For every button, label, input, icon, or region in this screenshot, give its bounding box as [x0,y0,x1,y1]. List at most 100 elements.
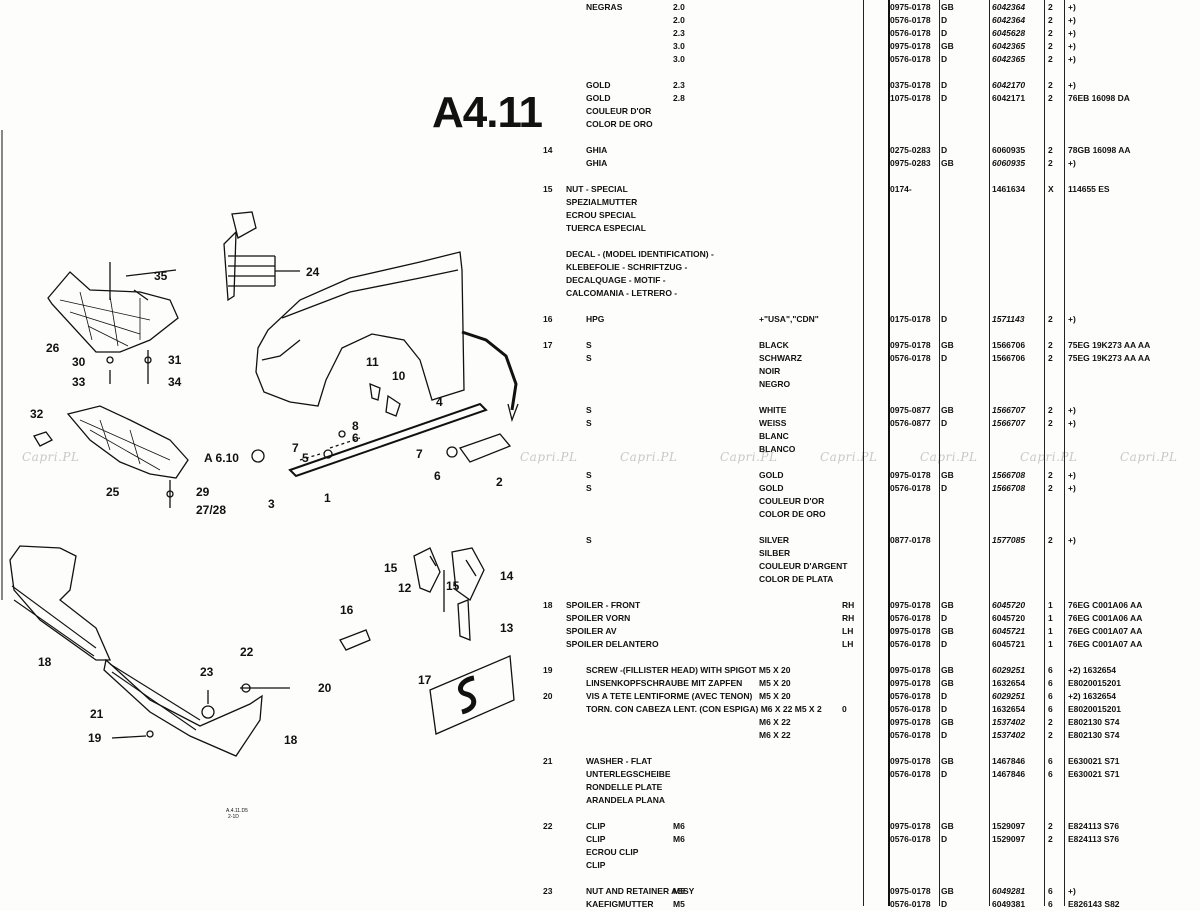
callout-7a: 7 [292,441,299,455]
part-number: 6042171 [992,93,1026,103]
quantity: 2 [1048,535,1053,545]
quantity: 6 [1048,886,1053,896]
part-number: 6045720 [992,600,1026,610]
date-range: 0975-0178 [890,756,931,766]
column-divider [939,0,940,906]
date-range: 1075-0178 [890,93,931,103]
spoiler-part [9,545,111,661]
part-description: GOLD [586,93,611,103]
quantity: 2 [1048,821,1053,831]
part-description: S [586,353,592,363]
part-description: SPOILER - FRONT [566,600,641,610]
table-row: ECROU SPECIAL [540,209,1200,222]
callout-34: 34 [168,375,182,389]
part-number: 1566706 [992,353,1026,363]
drawing-code-1: A.4.11.D5 [226,808,248,814]
table-row: RONDELLE PLATE [540,781,1200,794]
part-description: ARANDELA PLANA [586,795,666,805]
callout-15a: 15 [384,561,398,575]
part-number: 1467846 [992,769,1026,779]
quantity: 6 [1048,769,1053,779]
date-range: 0576-0178 [890,704,931,714]
date-range: 0576-0178 [890,353,931,363]
callout-15b: 15 [446,579,460,593]
date-range: 0975-0178 [890,886,931,896]
part-description: LINSENKOPFSCHRAUBE MIT ZAPFEN [586,678,743,688]
callout-35: 35 [154,269,168,283]
quantity: 2 [1048,340,1053,350]
date-range: 0975-0178 [890,665,931,675]
part-number: 6049381 [992,899,1026,909]
watermark-5: Capri.PL [820,450,878,464]
part-description: HPG [586,314,605,324]
quantity: 6 [1048,704,1053,714]
part-number: 6042365 [992,41,1026,51]
part-number: 1566707 [992,405,1026,415]
part-number: 6060935 [992,158,1026,168]
quantity: 6 [1048,665,1053,675]
market-code: GB [941,886,954,896]
table-row: COULEUR D'OR [540,495,1200,508]
variant-spec: SILVER [759,535,790,545]
mirror-part [223,211,257,302]
part-description: KLEBEFOLIE - SCHRIFTZUG - [566,262,688,272]
table-row: COLOR DE PLATA [540,573,1200,586]
quantity: 2 [1048,158,1053,168]
callout-6a: 6 [352,431,359,445]
part-description: S [586,470,592,480]
part-description: TORN. CON CABEZA LENT. (CON ESPIGA) M6 X… [586,704,822,714]
date-range: 0975-0283 [890,158,931,168]
table-row: BLANCO [540,443,1200,456]
upper-shield-part [47,271,179,353]
part-description: KAEFIGMUTTER [586,899,654,909]
callout-8: 8 [352,419,359,433]
market-code: GB [941,470,954,480]
reference-code: +) [1068,483,1076,493]
model-spec: 2.3 [673,80,685,90]
date-range: 0576-0178 [890,899,931,909]
market-code: GB [941,626,954,636]
watermark-4: Capri.PL [720,450,778,464]
market-code: GB [941,600,954,610]
reference-code: 114655 ES [1068,184,1110,194]
date-range: 0975-0178 [890,470,931,480]
callout-22: 22 [240,645,254,659]
part-number: 1577085 [992,535,1026,545]
reference-code: +) [1068,41,1076,51]
date-range: 0375-0178 [890,80,931,90]
s-badge-plate-part [429,655,515,735]
quantity: 6 [1048,691,1053,701]
variant-spec: WHITE [759,405,787,415]
reference-code: E8020015201 [1068,704,1121,714]
callout-21: 21 [90,707,104,721]
item-number: 14 [543,145,553,155]
date-range: 0275-0283 [890,145,931,155]
reference-code: +) [1068,886,1076,896]
part-description: SCREW -(FILLISTER HEAD) WITH SPIGOT M5 X… [586,665,791,675]
callout-5: 5 [302,451,309,465]
quantity: 6 [1048,899,1053,909]
watermark-2: Capri.PL [520,450,578,464]
model-spec: 2.0 [673,15,685,25]
date-range: 0975-0178 [890,821,931,831]
side-indicator: RH [842,600,855,610]
callout-23: 23 [200,665,214,679]
date-range: 0576-0178 [890,730,931,740]
date-range: 0975-0178 [890,678,931,688]
date-range: 0975-0178 [890,2,931,12]
drawing-code-2: 2-1D [228,814,239,820]
quantity: 2 [1048,28,1053,38]
market-code: GB [941,158,954,168]
quantity: 1 [1048,626,1053,636]
table-row: DECAL - (MODEL IDENTIFICATION) - [540,248,1200,261]
quantity: 2 [1048,2,1053,12]
